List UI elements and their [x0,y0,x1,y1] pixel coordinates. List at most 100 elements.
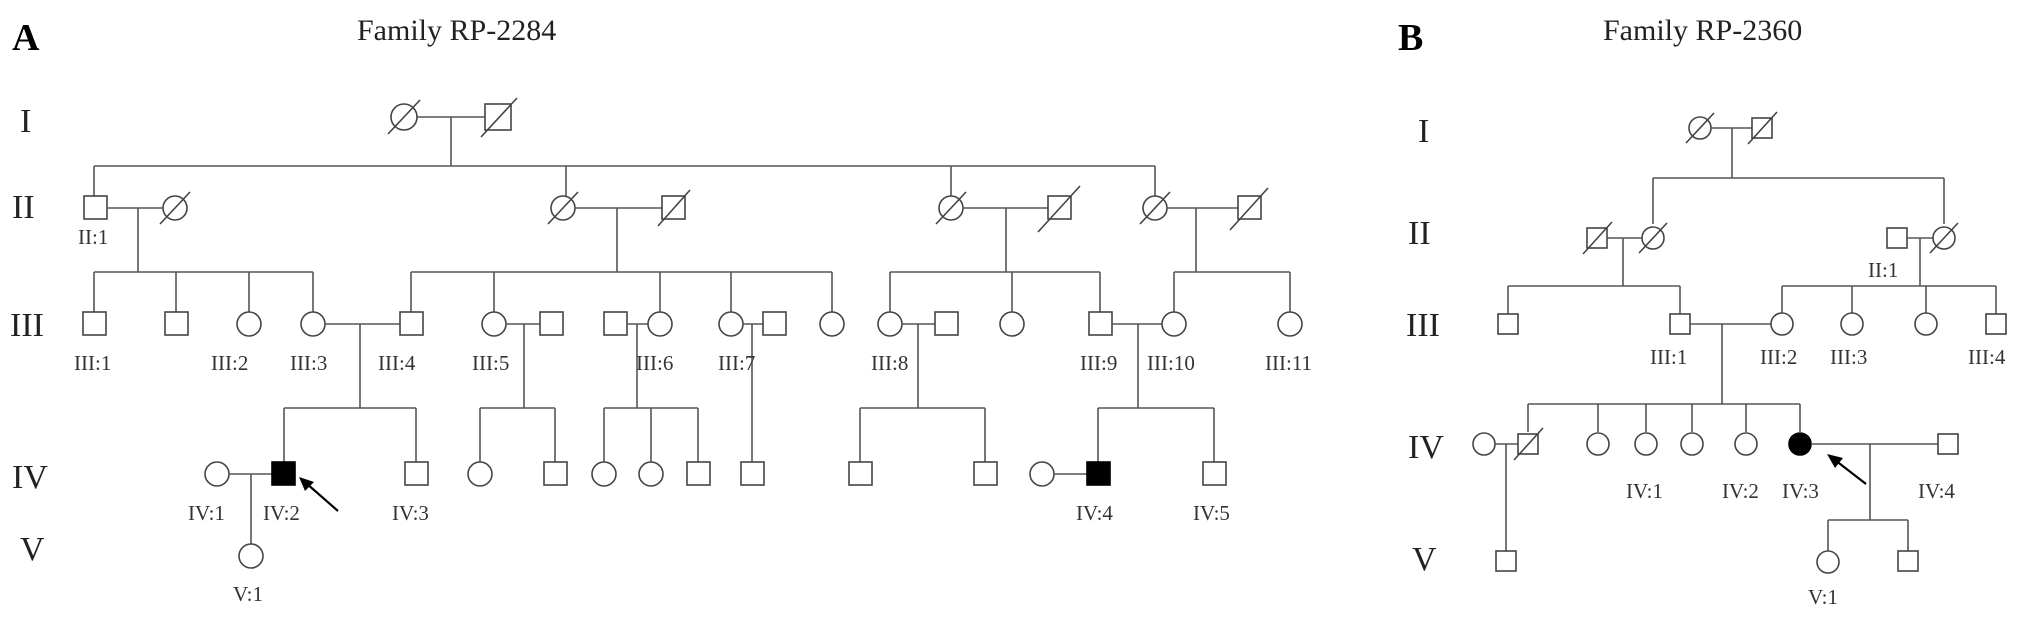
a-label-iii9: III:9 [1080,351,1117,375]
b-iv-female [1586,432,1610,456]
a-iii-male [603,311,628,336]
a-iii7-female [718,311,744,337]
b-label-iii3: III:3 [1830,345,1867,369]
a-iii-male [762,311,787,336]
b-iii3-female [1840,312,1864,336]
b-v1-female [1816,550,1840,574]
a-label-iii8: III:8 [871,351,908,375]
a-iii-male [934,311,959,336]
b-label-iv4: IV:4 [1918,479,1955,503]
a-iii-male [164,311,189,336]
a-ii1-male [83,195,108,220]
a-iii-female [819,311,845,337]
a-iii9-male [1088,311,1113,336]
a-iv5-male [1202,461,1227,486]
b-label-v1: V:1 [1808,585,1838,609]
a-label-iv3: IV:3 [392,501,429,525]
a-iii3-female [300,311,326,337]
panel-a-title: Family RP-2284 [357,14,556,47]
b-label-iii1: III:1 [1650,345,1687,369]
a-iv-male [686,461,711,486]
panel-b-generation-3: III [1406,307,1440,344]
panel-b-generation-2: II [1408,215,1431,252]
a-iii10-female [1161,311,1187,337]
a-iv4-male-affected [1086,461,1111,486]
panel-a-gen4: IV:1 IV:2 IV:3 IV:4 IV:5 [188,461,1230,552]
a-iv-female [638,461,664,487]
a-label-v1: V:1 [233,582,263,606]
b-iii4-male [1985,313,2007,335]
panel-b-generation-1: I [1418,113,1429,150]
b-v-male [1897,550,1919,572]
b-proband-arrow [1827,454,1867,485]
b-iii-female [1914,312,1938,336]
panel-b-title: Family RP-2360 [1603,14,1802,47]
a-iv-male [543,461,568,486]
b-iv4-male [1937,433,1959,455]
b-iii-male [1497,313,1519,335]
panel-a-gen5: V:1 [233,543,264,606]
a-label-ii1: II:1 [78,225,108,249]
a-label-iv1: IV:1 [188,501,225,525]
a-iii5-female [481,311,507,337]
b-label-ii1: II:1 [1868,258,1898,282]
panel-a-generation-3: III [10,307,44,344]
panel-b-gen3: III:1 III:2 III:3 III:4 [1497,312,2007,404]
panel-a-gen4-lines [283,407,1215,462]
a-label-iii7: III:7 [718,351,755,375]
panel-a-gen3: III:1 III:2 III:3 III:4 III:5 III:6 III:… [74,311,1312,468]
panel-a-gen2: II:1 [78,185,1269,272]
a-label-iii2: III:2 [211,351,248,375]
a-label-iii10: III:10 [1147,351,1195,375]
a-label-iv4: IV:4 [1076,501,1113,525]
panel-a-generation-5: V [20,531,45,568]
a-proband-arrow [299,477,339,512]
b-iii1-male [1669,313,1691,335]
panel-a-generation-4: IV [12,459,48,496]
panel-a-generation-1: I [20,103,31,140]
panel-b-gen1 [1652,111,1945,224]
b-v-male [1495,550,1517,572]
b-iii2-female [1770,312,1794,336]
panel-b-gen4: IV:1 IV:2 IV:3 IV:4 [1472,427,1959,560]
a-iv-spouse-female [1029,461,1055,487]
a-iii8-female [877,311,903,337]
a-label-iii4: III:4 [378,351,416,375]
b-label-iii2: III:2 [1760,345,1797,369]
panel-b-gen5: V:1 [1495,519,1919,609]
panel-a-gen1 [93,97,1156,196]
panel-b-gen2: II:1 [1582,221,1959,286]
b-label-iv3: IV:3 [1782,479,1819,503]
b-label-iv1: IV:1 [1626,479,1663,503]
b-label-iv2: IV:2 [1722,479,1759,503]
a-iii4-male [399,311,424,336]
panel-b-gen3-lines [1507,285,1997,316]
b-iv1-female [1634,432,1658,456]
b-iv-female [1680,432,1704,456]
a-iv-female [591,461,617,487]
a-iii11-female [1277,311,1303,337]
a-iv1-female [204,461,230,487]
b-ii1-male [1886,227,1908,249]
a-label-iii3: III:3 [290,351,327,375]
panel-a-letter: A [12,17,40,59]
a-iv3-male [404,461,429,486]
a-label-iii11: III:11 [1265,351,1312,375]
a-iii-male [539,311,564,336]
a-iv2-male-affected [271,461,296,486]
a-iv-male [740,461,765,486]
panel-b: B Family RP-2360 I II III IV V [1398,14,2007,609]
panel-b-generation-4: IV [1408,429,1444,466]
a-iii6-female [647,311,673,337]
panel-b-letter: B [1398,17,1423,59]
a-label-iii1: III:1 [74,351,111,375]
a-label-iii6: III:6 [636,351,673,375]
a-iii2-female [236,311,262,337]
panel-a: A Family RP-2284 I II III IV V II:1 [10,14,1312,606]
a-iii1-male [82,311,107,336]
b-iv3-female-affected [1788,432,1812,456]
a-label-iii5: III:5 [472,351,509,375]
a-label-iv2: IV:2 [263,501,300,525]
a-iii-female [999,311,1025,337]
